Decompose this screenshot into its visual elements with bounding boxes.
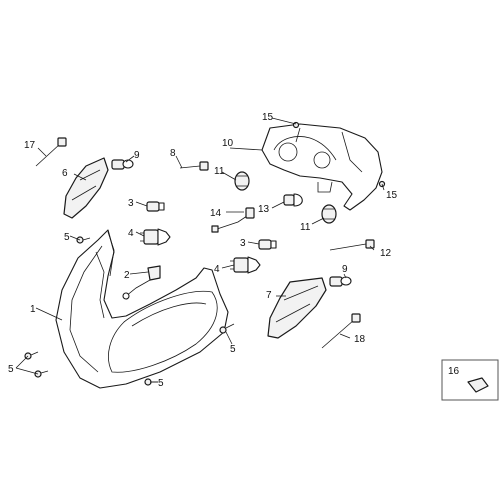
callout-4: 4	[128, 228, 134, 239]
callout-4: 4	[214, 264, 220, 275]
clip-part-16	[467, 377, 489, 393]
screw	[34, 370, 49, 378]
callout-labels: 1 2 3 3 4 4 5 5 5 5 6 7 8 9 9 10 11 11 1…	[8, 112, 460, 389]
callout-9: 9	[342, 264, 348, 275]
adjustment-screw-left	[35, 137, 67, 167]
callout-10: 10	[222, 138, 234, 149]
headlight-rear-housing	[261, 123, 383, 211]
callout-leaders	[15, 117, 385, 383]
bulb-socket-upper	[146, 201, 165, 212]
inset-box-part-16	[441, 359, 499, 401]
callout-15: 15	[386, 190, 398, 201]
callout-1: 1	[30, 304, 36, 315]
callout-2: 2	[124, 270, 130, 281]
adjustment-screw-right	[329, 239, 375, 251]
callout-3: 3	[128, 198, 134, 209]
callout-15: 15	[262, 112, 274, 123]
callout-16: 16	[448, 366, 460, 377]
bulb-holder-lower	[321, 204, 337, 224]
headlight-bulb-left	[140, 228, 171, 246]
callout-11: 11	[214, 166, 225, 177]
callout-17: 17	[24, 140, 36, 151]
headlight-main-body	[55, 229, 229, 389]
callout-5: 5	[158, 378, 164, 389]
callout-11: 11	[300, 222, 311, 233]
adjustment-screw-bottom	[321, 313, 361, 349]
callout-5: 5	[8, 364, 14, 375]
callout-7: 7	[266, 290, 272, 301]
callout-8: 8	[170, 148, 176, 159]
bulb-socket-lower	[258, 239, 277, 250]
screw	[219, 323, 235, 334]
adjuster-bracket	[122, 265, 161, 300]
headlight-bulb-right	[230, 256, 261, 274]
callout-6: 6	[62, 168, 68, 179]
turn-signal-bulb-upper	[111, 159, 134, 170]
adjustment-screw-top	[179, 161, 209, 171]
screw	[24, 351, 39, 360]
right-turn-signal-lens	[267, 277, 327, 339]
callout-5: 5	[230, 344, 236, 355]
wiring-connector	[211, 207, 255, 233]
callout-14: 14	[210, 208, 222, 219]
callout-3: 3	[240, 238, 246, 249]
callout-18: 18	[354, 334, 366, 345]
callout-5: 5	[64, 232, 70, 243]
callout-13: 13	[258, 204, 270, 215]
turn-signal-bulb-lower	[329, 276, 352, 287]
parking-bulb	[283, 193, 303, 207]
bulb-holder-upper	[234, 171, 250, 191]
left-turn-signal-lens	[63, 157, 109, 219]
callout-9: 9	[134, 150, 140, 161]
callout-12: 12	[380, 248, 392, 259]
